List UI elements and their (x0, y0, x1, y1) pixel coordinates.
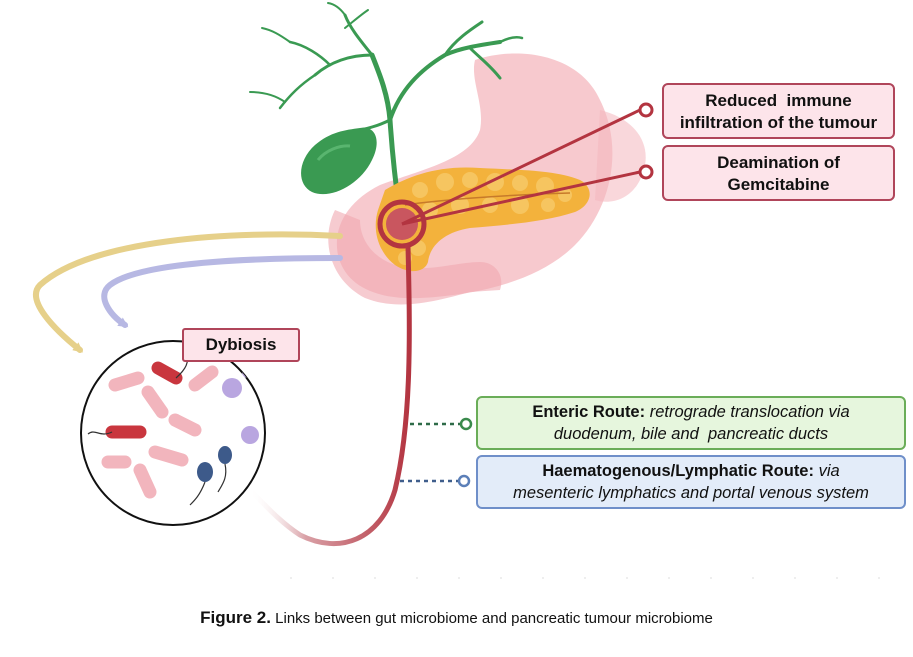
gallbladder (301, 127, 377, 195)
route-line (247, 243, 412, 546)
label-enteric-line1: Enteric Route: retrograde translocation … (478, 401, 904, 423)
connector-node-immune (638, 102, 654, 118)
tumour-connectors (401, 108, 641, 226)
label-haematogenous-desc2: mesenteric lymphatics and portal venous … (513, 484, 869, 502)
label-haematogenous-title: Haematogenous/Lymphatic Route: (542, 462, 814, 480)
figure-caption-text: Links between gut microbiome and pancrea… (275, 610, 713, 627)
label-deamination-line2: Gemcitabine (727, 175, 830, 194)
arrow-lavender (101, 255, 343, 328)
label-reduced-immune-line2: infiltration of the tumour (679, 113, 878, 132)
label-reduced-immune: Reduced immune infiltration of the tumou… (662, 83, 895, 139)
label-dysbiosis-text: Dybiosis (205, 335, 277, 354)
label-deamination-line1: Deamination of (717, 153, 840, 172)
connector-node-deamination (638, 164, 654, 180)
label-haematogenous-desc1: via (818, 462, 840, 480)
enteric-node (459, 417, 473, 431)
microbiome-circle (80, 340, 266, 526)
haematogenous-node (457, 474, 471, 488)
figure-caption: Figure 2. Links between gut microbiome a… (0, 608, 913, 628)
label-reduced-immune-line1: Reduced immune (705, 91, 852, 110)
label-enteric-desc2: duodenum, bile and pancreatic ducts (553, 425, 829, 443)
label-enteric-route: Enteric Route: retrograde translocation … (476, 396, 906, 450)
label-haematogenous-line1: Haematogenous/Lymphatic Route: via (478, 460, 904, 482)
label-deamination: Deamination of Gemcitabine (662, 145, 895, 201)
label-haematogenous-route: Haematogenous/Lymphatic Route: via mesen… (476, 455, 906, 509)
arrow-tan (33, 231, 343, 353)
label-enteric-title: Enteric Route: (532, 403, 646, 421)
figure-caption-label: Figure 2. (200, 608, 271, 627)
label-dysbiosis: Dybiosis (182, 328, 300, 362)
label-enteric-desc1: retrograde translocation via (649, 403, 850, 421)
